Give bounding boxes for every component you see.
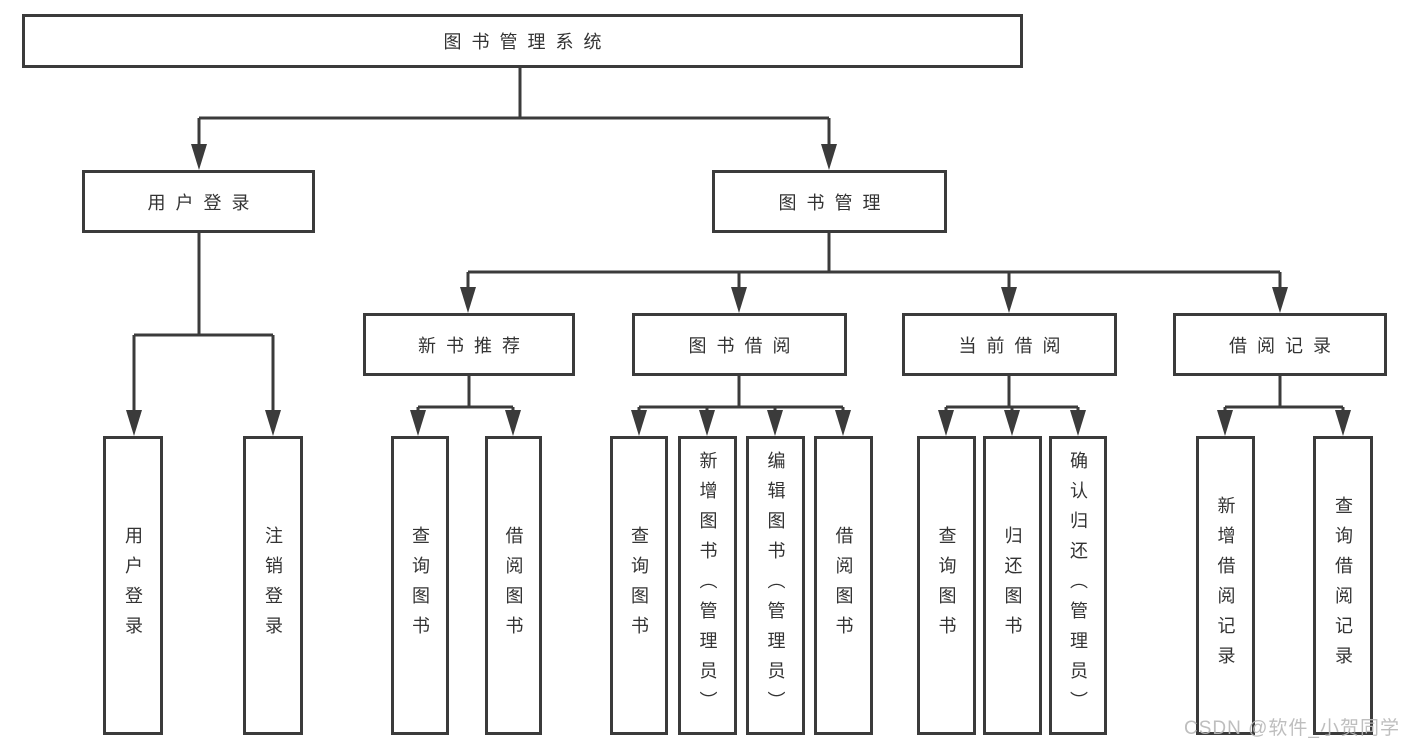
- node-library-system: 图书管理系统: [22, 14, 1023, 68]
- connector-book-management: [460, 233, 1288, 313]
- connector-user-login: [126, 233, 281, 436]
- leaf-edit-book-admin: 编辑图书（管理员）: [746, 436, 805, 735]
- connector-new-book-recommend: [410, 376, 521, 436]
- leaf-query-books-borrowing: 查询图书: [610, 436, 668, 735]
- leaf-query-books-current: 查询图书: [917, 436, 976, 735]
- leaf-query-borrow-record: 查询借阅记录: [1313, 436, 1373, 735]
- leaf-add-borrow-record: 新增借阅记录: [1196, 436, 1255, 735]
- node-current-borrowing: 当前借阅: [902, 313, 1117, 376]
- connector-current-borrowing: [938, 376, 1086, 436]
- node-new-book-recommend: 新书推荐: [363, 313, 575, 376]
- node-user-login: 用户登录: [82, 170, 315, 233]
- node-borrowing-records: 借阅记录: [1173, 313, 1387, 376]
- leaf-query-books-recommend: 查询图书: [391, 436, 449, 735]
- watermark-text: CSDN @软件_小贺同学: [1184, 718, 1400, 739]
- leaf-return-books: 归还图书: [983, 436, 1042, 735]
- leaf-borrow-books-recommend: 借阅图书: [485, 436, 542, 735]
- leaf-borrow-books-borrowing: 借阅图书: [814, 436, 873, 735]
- connector-root: [191, 68, 837, 170]
- node-book-management: 图书管理: [712, 170, 947, 233]
- leaf-add-book-admin: 新增图书（管理员）: [678, 436, 737, 735]
- leaf-logout: 注销登录: [243, 436, 303, 735]
- connector-borrowing-records: [1217, 376, 1351, 436]
- connector-book-borrowing: [631, 376, 851, 436]
- leaf-confirm-return-admin: 确认归还（管理员）: [1049, 436, 1107, 735]
- node-book-borrowing: 图书借阅: [632, 313, 847, 376]
- leaf-user-login: 用户登录: [103, 436, 163, 735]
